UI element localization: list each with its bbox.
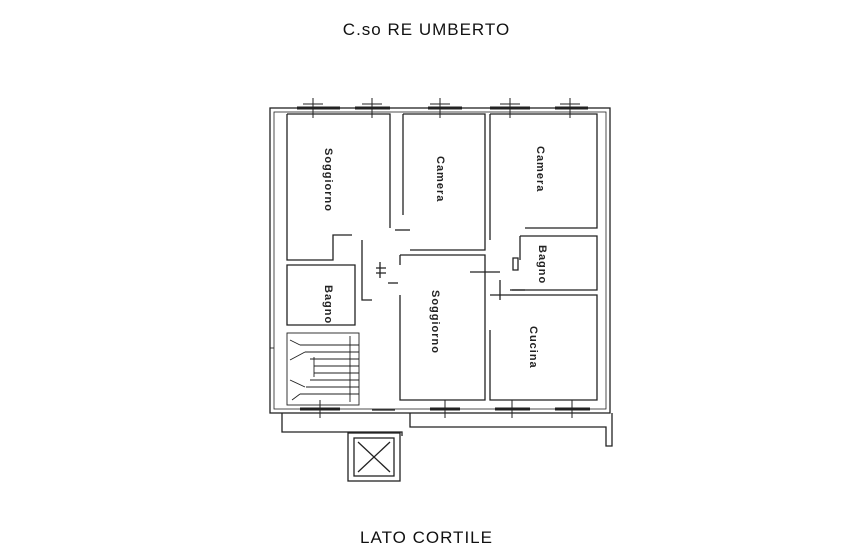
- room-label-cucina: Cucina: [527, 326, 539, 369]
- room-label-camera-center: Camera: [434, 156, 446, 202]
- interior-walls: [286, 113, 598, 411]
- elevator-shaft: [347, 432, 401, 482]
- room-label-bagno-right: Bagno: [536, 245, 548, 284]
- room-label-camera-right: Camera: [534, 146, 546, 192]
- street-label-top: C.so RE UMBERTO: [342, 20, 511, 39]
- bottom-windows: [300, 400, 590, 418]
- room-label-soggiorno-left: Soggiorno: [322, 148, 334, 212]
- top-windows: [297, 98, 588, 118]
- street-label-bottom: LATO CORTILE: [360, 528, 493, 547]
- room-label-bagno-left: Bagno: [322, 285, 334, 324]
- staircase: [270, 332, 360, 406]
- room-label-soggiorno-center: Soggiorno: [429, 290, 441, 354]
